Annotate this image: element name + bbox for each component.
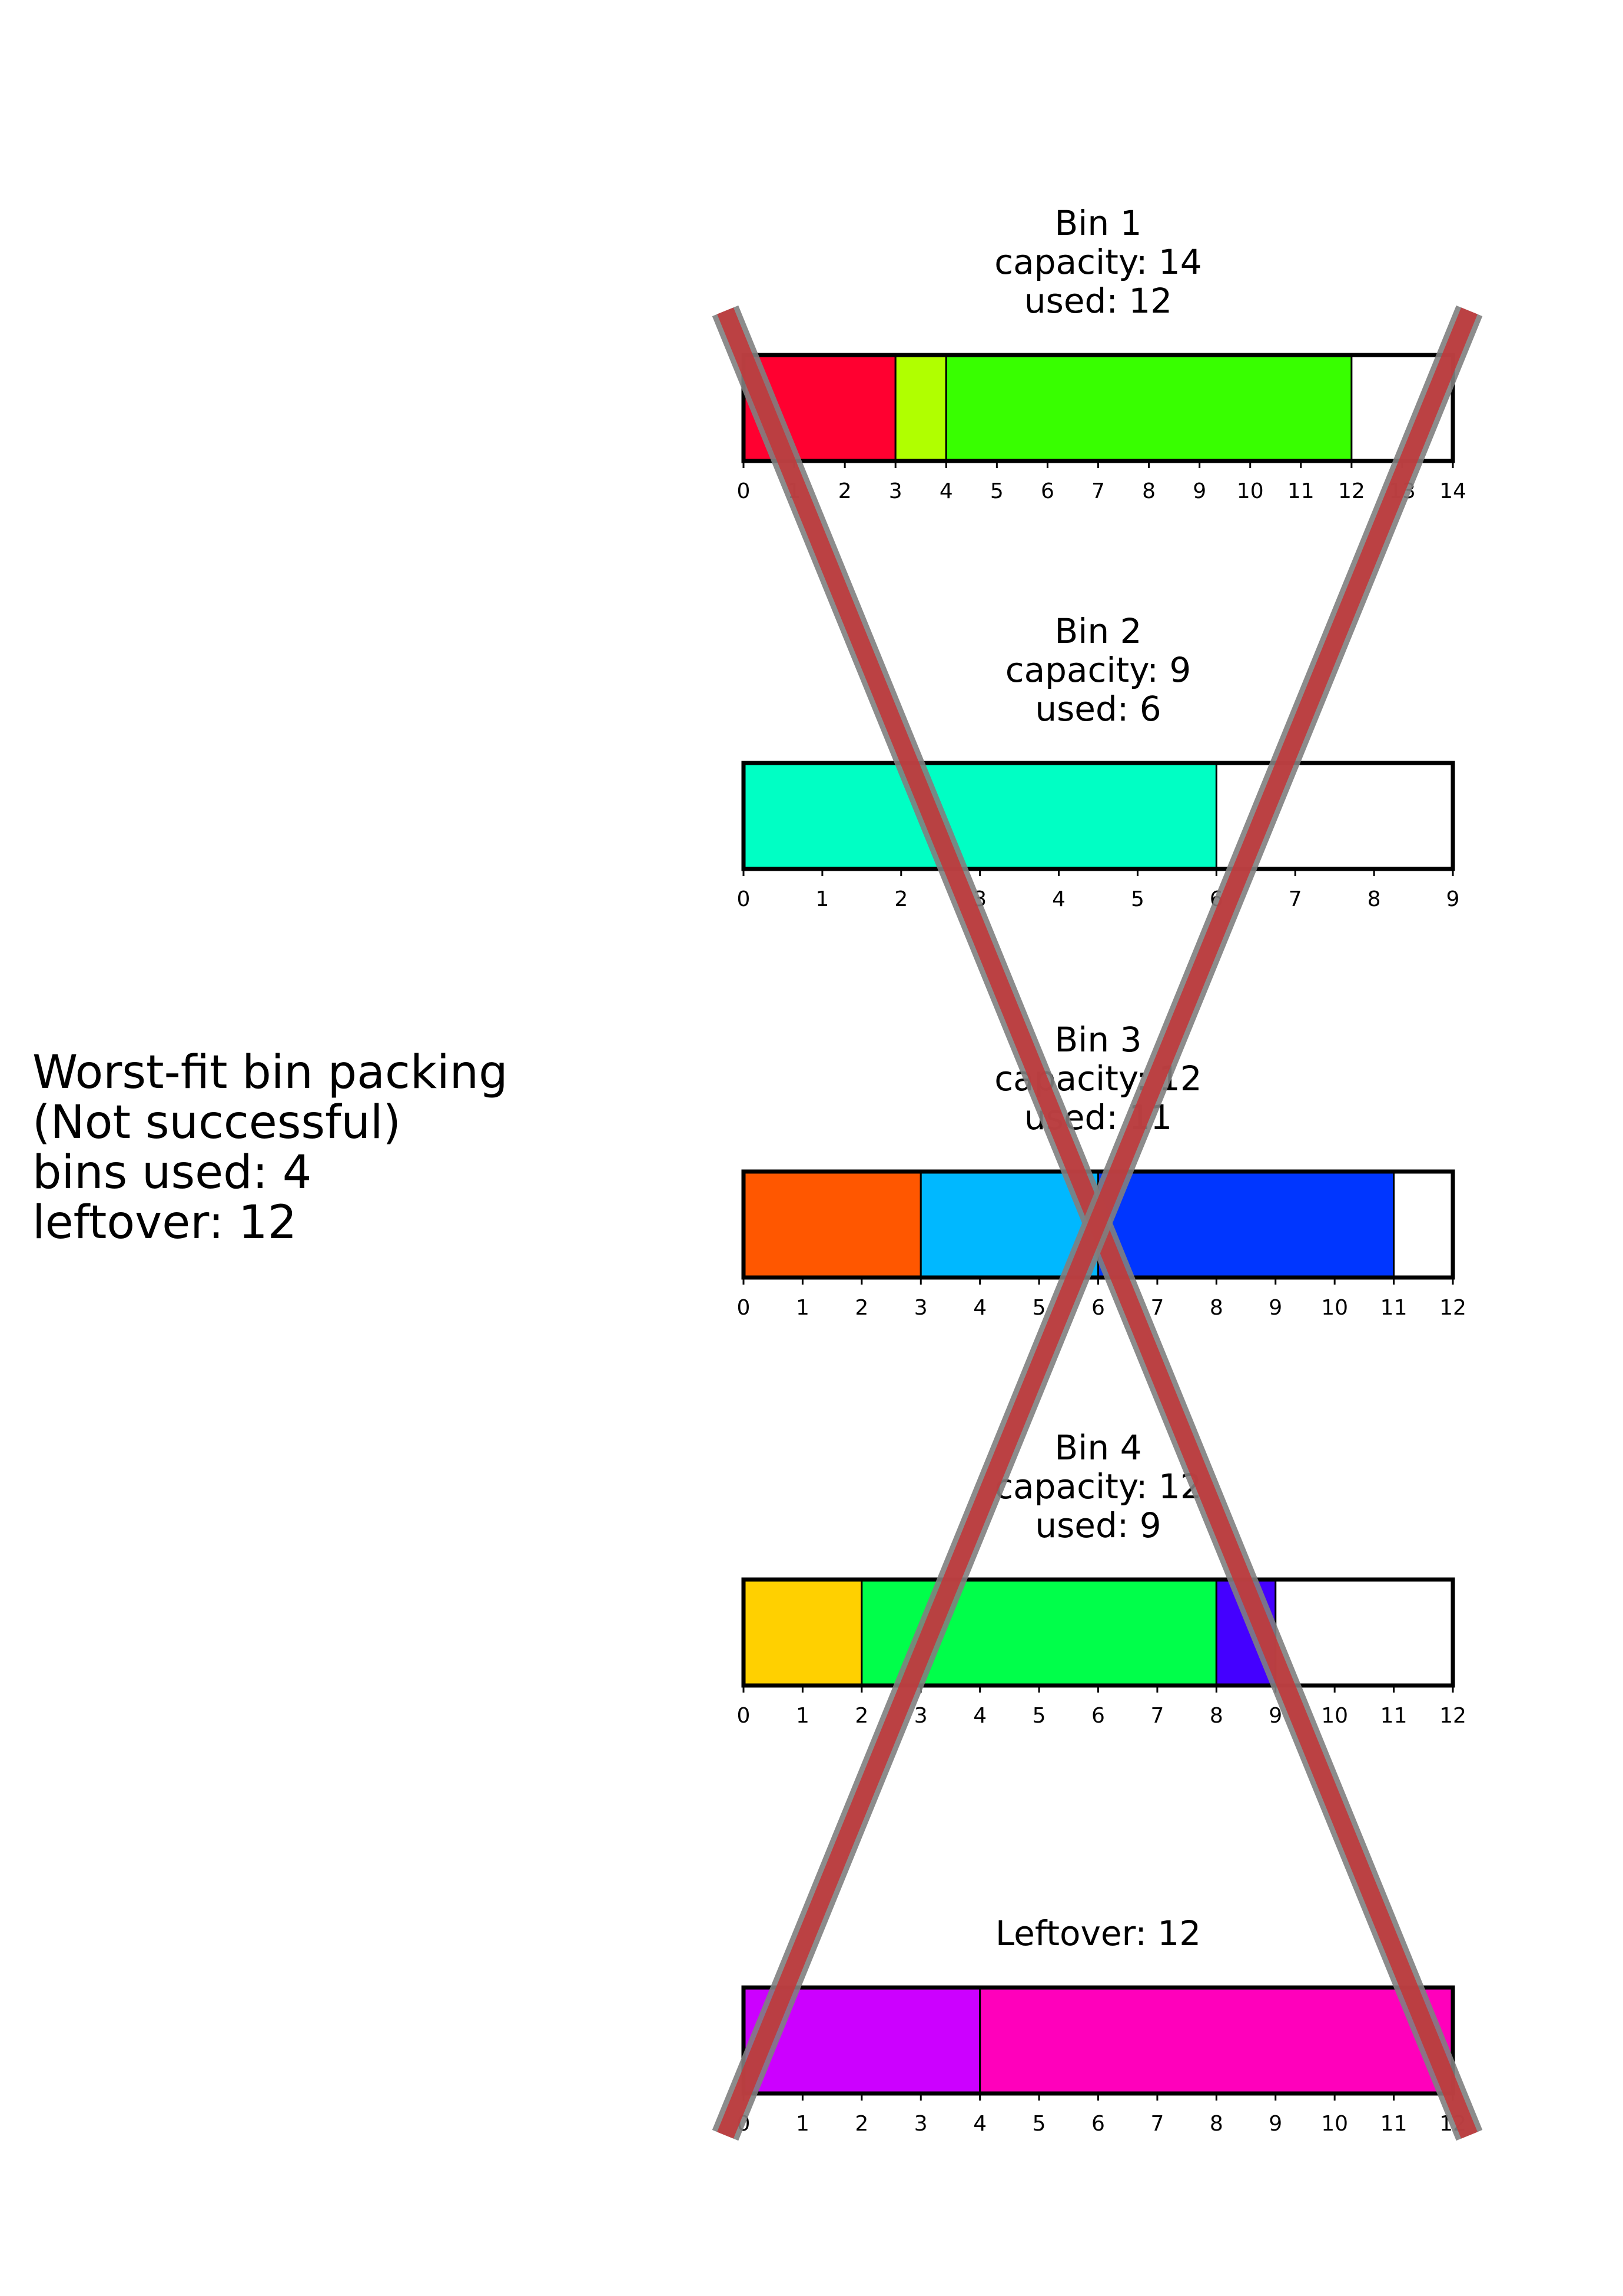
x-tick-label: 4: [973, 1704, 987, 1728]
summary-leftover: leftover: 12: [32, 1196, 297, 1249]
bin-segment: [742, 1170, 922, 1279]
x-tick-label: 3: [914, 2112, 928, 2136]
bin-segment: [742, 1578, 863, 1687]
bin-title-line: used: 12: [1024, 281, 1172, 321]
bin-segment: [979, 1986, 1454, 2095]
x-tick-label: 2: [838, 479, 852, 503]
x-tick-label: 1: [796, 1296, 809, 1320]
x-tick-label: 1: [796, 1704, 809, 1728]
x-tick-label: 10: [1237, 479, 1264, 503]
x-tick-label: 0: [737, 1704, 751, 1728]
bin-title-line: capacity: 9: [1005, 650, 1191, 690]
x-tick-label: 10: [1321, 1296, 1348, 1320]
bin-title-line: Leftover: 12: [995, 1913, 1201, 1953]
x-tick-label: 11: [1380, 1704, 1408, 1728]
x-tick-label: 5: [1033, 2112, 1046, 2136]
x-tick-label: 11: [1287, 479, 1315, 503]
bin-segment: [742, 762, 1217, 870]
x-tick-label: 2: [855, 2112, 868, 2136]
x-tick-label: 9: [1269, 1704, 1282, 1728]
x-tick-label: 7: [1150, 2112, 1164, 2136]
x-tick-label: 3: [889, 479, 902, 503]
x-tick-label: 4: [940, 479, 953, 503]
x-tick-label: 14: [1439, 479, 1466, 503]
x-tick-label: 9: [1269, 2112, 1282, 2136]
summary-bins-used: bins used: 4: [32, 1146, 312, 1199]
x-tick-label: 9: [1446, 887, 1460, 911]
x-tick-label: 3: [914, 1704, 928, 1728]
x-tick-label: 12: [1439, 1296, 1466, 1320]
x-tick-label: 8: [1142, 479, 1156, 503]
x-tick-label: 6: [1041, 479, 1054, 503]
x-tick-label: 8: [1210, 1704, 1223, 1728]
x-tick-label: 7: [1150, 1704, 1164, 1728]
x-tick-label: 8: [1368, 887, 1381, 911]
x-tick-label: 10: [1321, 2112, 1348, 2136]
bin-title-line: capacity: 14: [994, 242, 1202, 282]
x-tick-label: 0: [737, 887, 751, 911]
bin-title-line: used: 6: [1035, 689, 1161, 729]
x-tick-label: 0: [737, 1296, 751, 1320]
x-tick-label: 11: [1380, 1296, 1408, 1320]
bin-segment: [945, 354, 1353, 462]
x-tick-label: 4: [1052, 887, 1066, 911]
summary-text: Worst-fit bin packing (Not successful) b…: [32, 1048, 508, 1248]
x-tick-label: 5: [1033, 1704, 1046, 1728]
x-tick-label: 7: [1289, 887, 1302, 911]
x-tick-label: 10: [1321, 1704, 1348, 1728]
x-tick-label: 11: [1380, 2112, 1408, 2136]
x-tick-label: 4: [973, 2112, 987, 2136]
x-tick-label: 0: [737, 479, 751, 503]
x-tick-label: 5: [1033, 1296, 1046, 1320]
bin-5: Leftover: 120123456789101112: [737, 1913, 1466, 2136]
x-tick-label: 8: [1210, 2112, 1223, 2136]
bin-title-line: Bin 3: [1054, 1020, 1141, 1060]
bin-segment: [1097, 1170, 1395, 1279]
x-tick-label: 7: [1091, 479, 1105, 503]
bin-frame: [741, 761, 1455, 871]
x-tick-label: 3: [914, 1296, 928, 1320]
x-tick-label: 8: [1210, 1296, 1223, 1320]
x-tick-label: 2: [894, 887, 908, 911]
x-tick-label: 5: [1131, 887, 1144, 911]
x-tick-label: 5: [990, 479, 1004, 503]
bin-title-line: Bin 2: [1054, 611, 1141, 651]
summary-title: Worst-fit bin packing: [32, 1046, 508, 1099]
bin-segment: [894, 354, 947, 462]
x-tick-label: 9: [1193, 479, 1206, 503]
x-tick-label: 12: [1338, 479, 1365, 503]
x-tick-label: 2: [855, 1704, 868, 1728]
x-tick-label: 6: [1091, 1296, 1105, 1320]
x-tick-label: 9: [1269, 1296, 1282, 1320]
x-tick-label: 7: [1150, 1296, 1164, 1320]
x-tick-label: 6: [1091, 1704, 1105, 1728]
x-tick-label: 1: [796, 2112, 809, 2136]
bin-title-line: used: 9: [1035, 1505, 1161, 1545]
summary-status: (Not successful): [32, 1096, 401, 1149]
cross-stroke-2: [717, 307, 1478, 2139]
bin-title-line: Bin 1: [1054, 203, 1141, 243]
x-tick-label: 6: [1091, 2112, 1105, 2136]
x-tick-label: 12: [1439, 1704, 1466, 1728]
bin-title-line: capacity: 12: [994, 1466, 1202, 1507]
x-tick-label: 1: [815, 887, 829, 911]
bin-title-line: Bin 4: [1054, 1428, 1141, 1468]
cross-overlay: [712, 305, 1483, 2141]
x-tick-label: 2: [855, 1296, 868, 1320]
x-tick-label: 4: [973, 1296, 987, 1320]
